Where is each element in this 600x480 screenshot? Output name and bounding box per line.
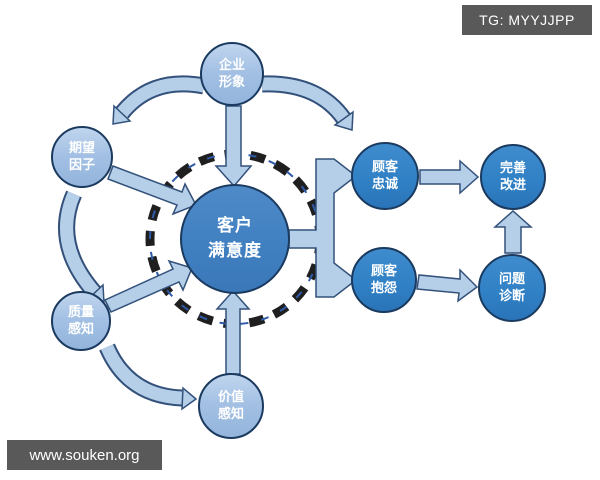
node-customer-satisfaction: 客户 满意度 [180,184,290,294]
arrow-expectation-to-quality [58,190,105,304]
node-quality-perception: 质量 感知 [51,291,111,351]
node-improvement: 完善 改进 [480,144,546,210]
node-expectation-factor: 期望 因子 [51,126,113,188]
arrow-expectation-to-center [107,165,198,216]
arrow-diagnose-to-improve [493,209,533,254]
node-problem-diagnosis: 问题 诊断 [478,254,546,322]
arrow-quality-to-value [99,343,198,411]
arrow-quality-to-center [103,259,194,313]
node-value-perception: 价值 感知 [198,373,264,439]
arrow-center-fork [288,158,358,298]
arrow-image-to-loyalty [261,75,354,131]
node-corporate-image: 企业 形象 [200,42,264,106]
arrow-image-to-expectation [112,75,206,125]
arrow-image-to-center [214,105,253,188]
arrow-complaint-to-diagnose [416,268,479,303]
website-watermark-badge: www.souken.org [7,440,162,470]
node-customer-loyalty: 顾客 忠诚 [351,142,419,210]
tg-watermark-badge: TG: MYYJJPP [462,5,592,35]
arrow-value-to-center [215,289,251,375]
node-customer-complaint: 顾客 抱怨 [351,247,417,313]
arrow-loyalty-to-improve [419,159,480,195]
